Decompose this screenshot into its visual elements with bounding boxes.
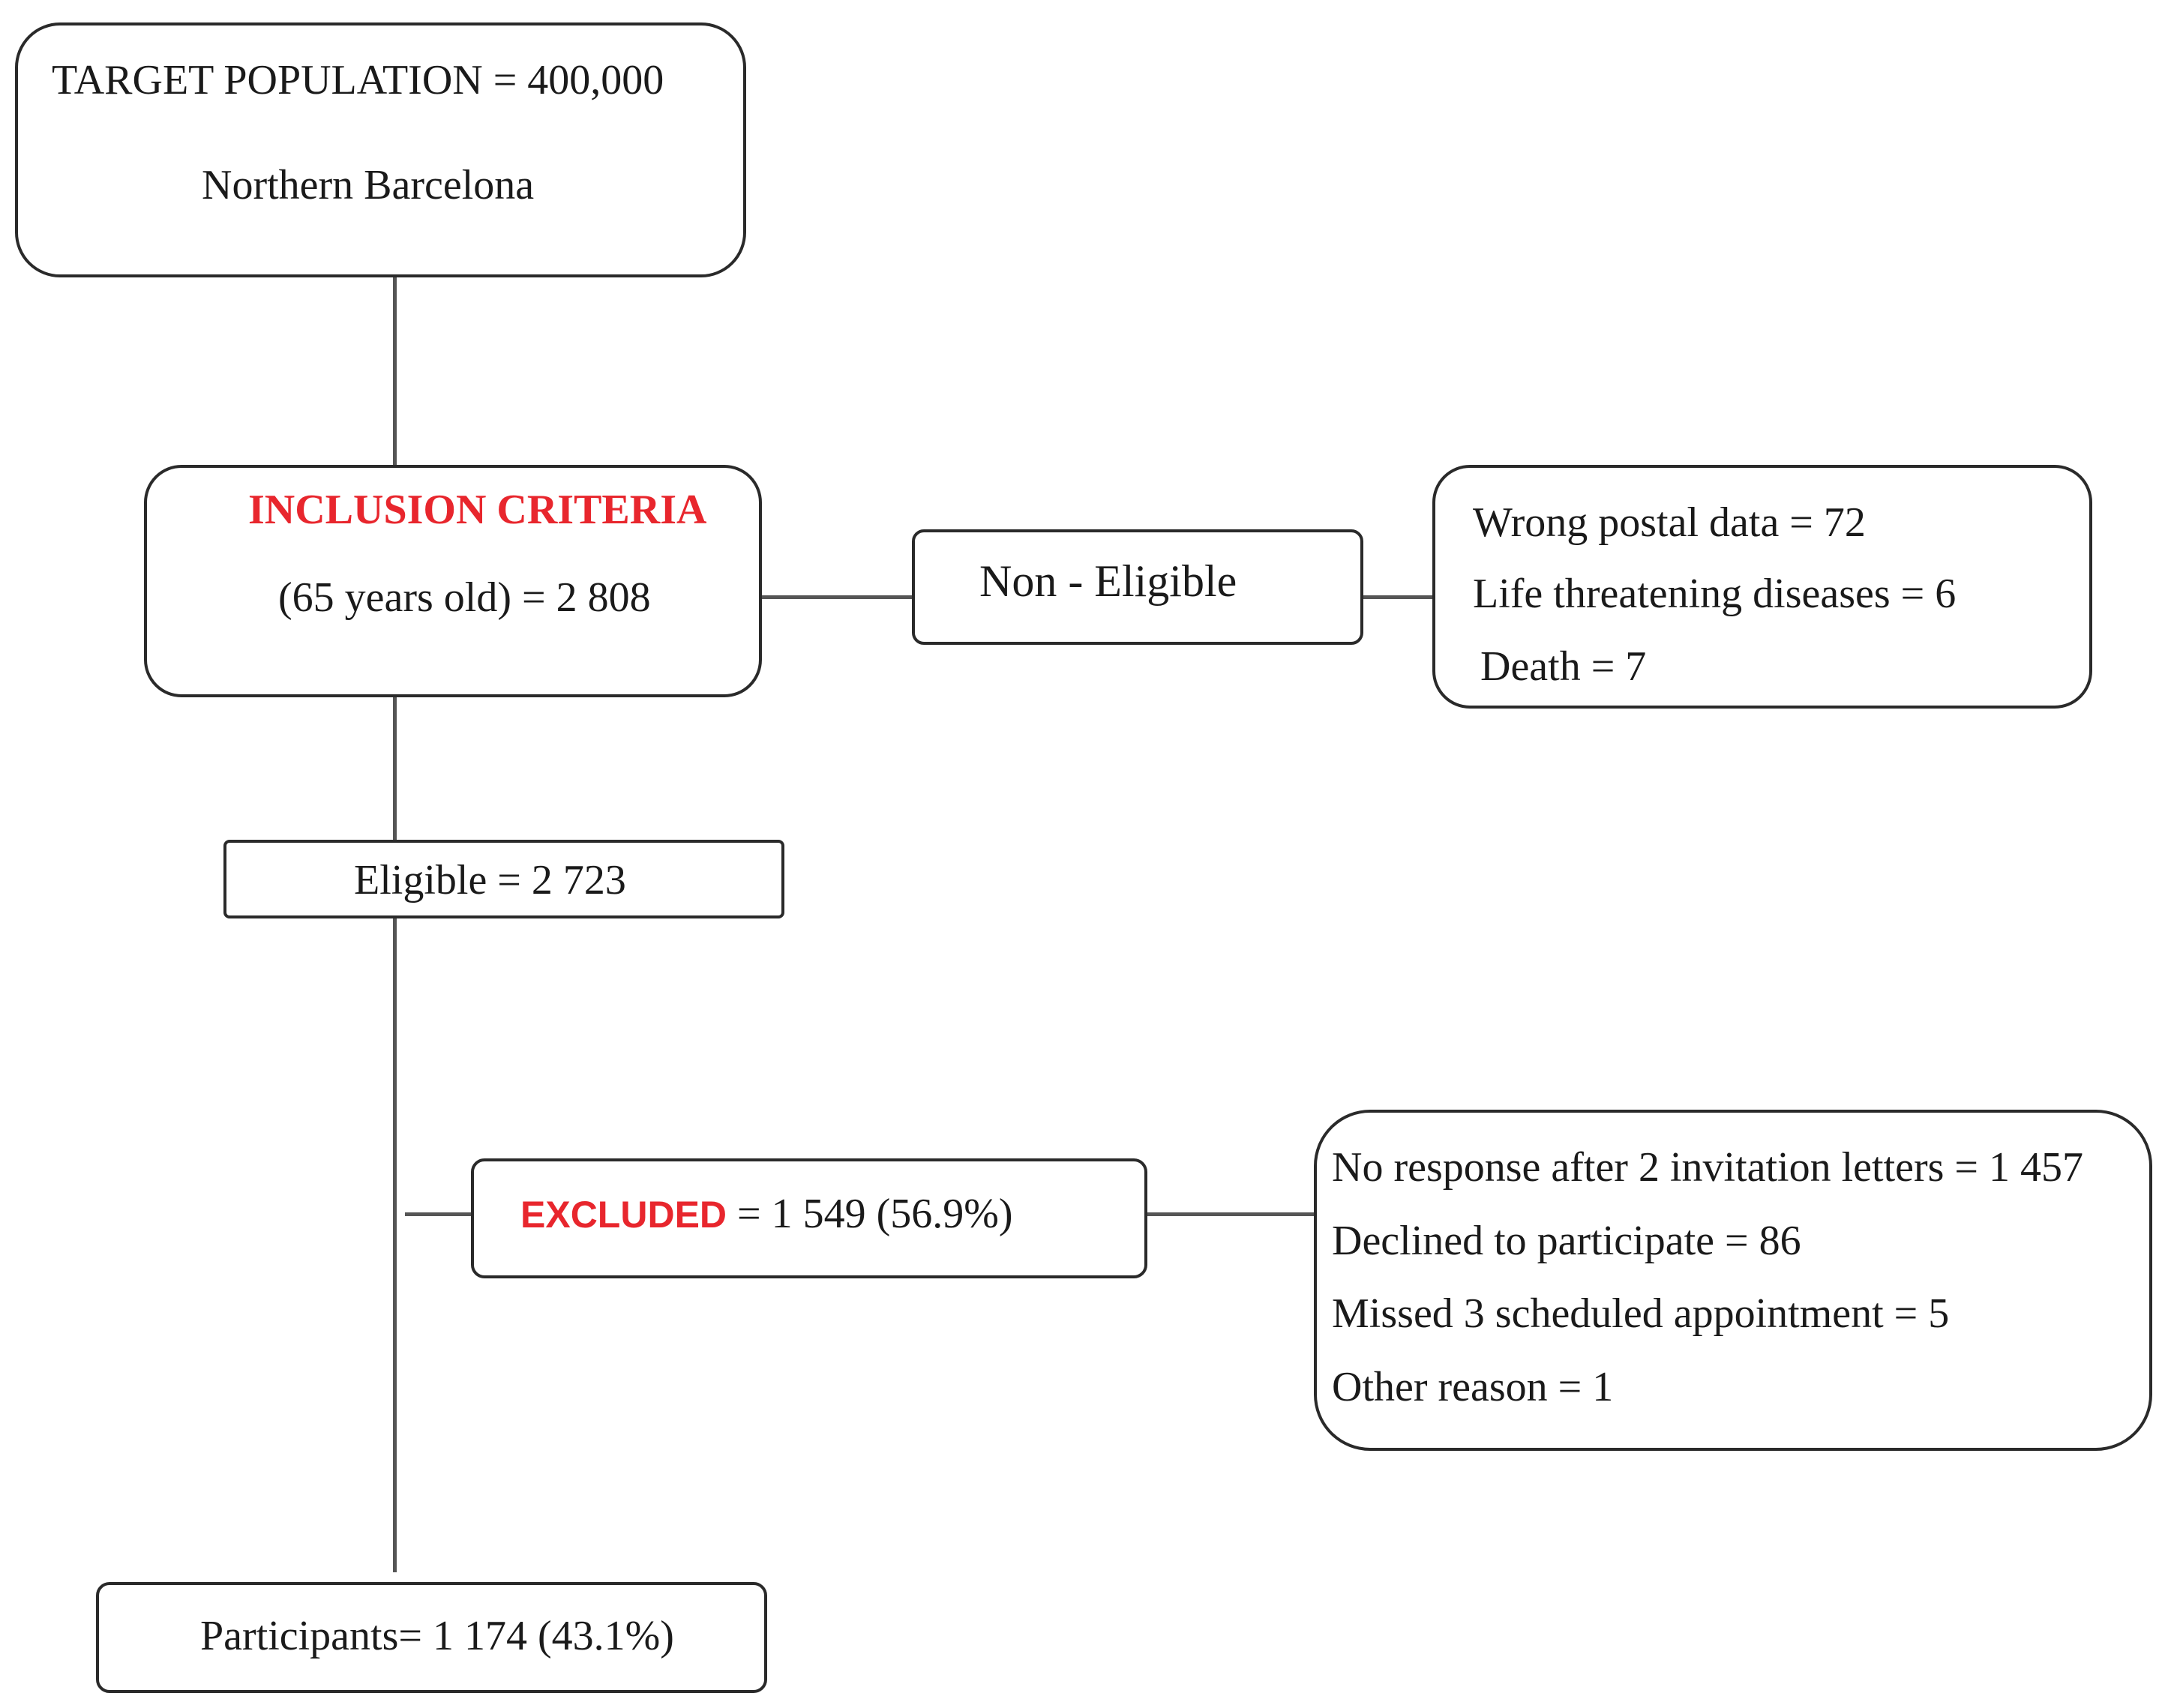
connector-inclusion-eligible [393,694,397,844]
non-eligible-box: Non - Eligible [912,529,1363,645]
inclusion-criteria-detail: (65 years old) = 2 808 [278,574,651,621]
connector-noneligible-reasons [1363,595,1432,599]
non-eligible-reason: Life threatening diseases = 6 [1473,571,1957,617]
excluded-reason: No response after 2 invitation letters =… [1332,1144,2084,1191]
non-eligible-reasons-box: Wrong postal data = 72 Life threatening … [1432,465,2092,709]
excluded-keyword: EXCLUDED [520,1194,727,1236]
excluded-text: EXCLUDED = 1 549 (56.9%) [520,1193,1013,1235]
target-location: Northern Barcelona [202,162,535,208]
participants-label: Participants= 1 174 (43.1%) [200,1613,674,1659]
participants-box: Participants= 1 174 (43.1%) [96,1582,767,1693]
inclusion-criteria-title: INCLUSION CRITERIA [248,487,707,533]
connector-eligible-participants [393,918,397,1572]
connector-excluded-reasons [1147,1212,1316,1216]
target-population-title: TARGET POPULATION = 400,000 [52,57,664,103]
excluded-reason: Other reason = 1 [1332,1364,1614,1410]
connector-inclusion-noneligible [762,595,912,599]
non-eligible-reason: Wrong postal data = 72 [1473,499,1866,546]
connector-main-excluded [405,1212,472,1216]
non-eligible-reason: Death = 7 [1480,643,1647,690]
excluded-value: = 1 549 (56.9%) [727,1191,1013,1237]
inclusion-criteria-box: INCLUSION CRITERIA (65 years old) = 2 80… [144,465,762,697]
eligible-label: Eligible = 2 723 [354,857,626,903]
target-population-box: TARGET POPULATION = 400,000 Northern Bar… [15,22,746,277]
excluded-reason: Declined to participate = 86 [1332,1218,1801,1264]
excluded-box: EXCLUDED = 1 549 (56.9%) [471,1158,1147,1278]
excluded-reasons-box: No response after 2 invitation letters =… [1314,1110,2152,1451]
eligible-box: Eligible = 2 723 [223,840,784,918]
excluded-reason: Missed 3 scheduled appointment = 5 [1332,1290,1950,1337]
connector-target-inclusion [393,277,397,465]
non-eligible-label: Non - Eligible [979,556,1237,606]
